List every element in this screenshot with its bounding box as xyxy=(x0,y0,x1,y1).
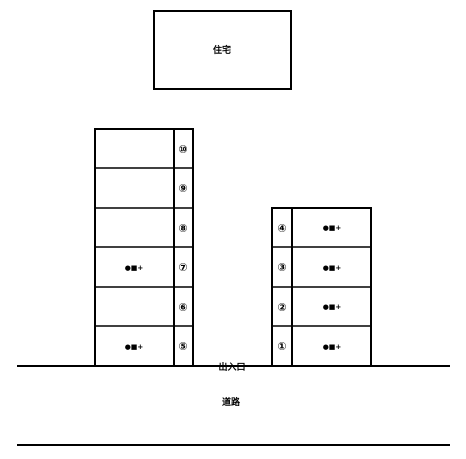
slot-number: ③ xyxy=(277,261,286,274)
slot-number: ① xyxy=(277,340,286,353)
slot-number: ⑨ xyxy=(178,182,187,195)
slot-occupied-mark: ●■+ xyxy=(125,343,144,351)
slot-number: ⑦ xyxy=(178,261,187,274)
slot-occupied-mark: ●■+ xyxy=(323,224,342,232)
slot-number: ⑩ xyxy=(178,143,187,156)
slot-number: ⑤ xyxy=(178,340,187,353)
right-parking-block: ④ ③ ② ① ●■+ ●■+ ●■+ ●■+ xyxy=(271,207,372,367)
slot-occupied-mark: ●■+ xyxy=(323,343,342,351)
slot-occupied-mark: ●■+ xyxy=(323,264,342,272)
left-parking-block: ⑩ ⑨ ⑧ ⑦ ⑥ ⑤ ●■+ ●■+ xyxy=(94,128,194,367)
house-label: 住宅 xyxy=(213,44,231,56)
slot-number: ② xyxy=(277,301,286,314)
house: 住宅 xyxy=(153,10,292,90)
slot-occupied-mark: ●■+ xyxy=(323,303,342,311)
slot-number: ⑥ xyxy=(178,301,187,314)
house-outline xyxy=(153,10,292,90)
slot-number: ④ xyxy=(277,222,286,235)
slot-number: ⑧ xyxy=(178,222,187,235)
entrance-label: 出入口 xyxy=(218,361,245,373)
road-label: 道路 xyxy=(222,396,241,408)
slot-occupied-mark: ●■+ xyxy=(125,264,144,272)
